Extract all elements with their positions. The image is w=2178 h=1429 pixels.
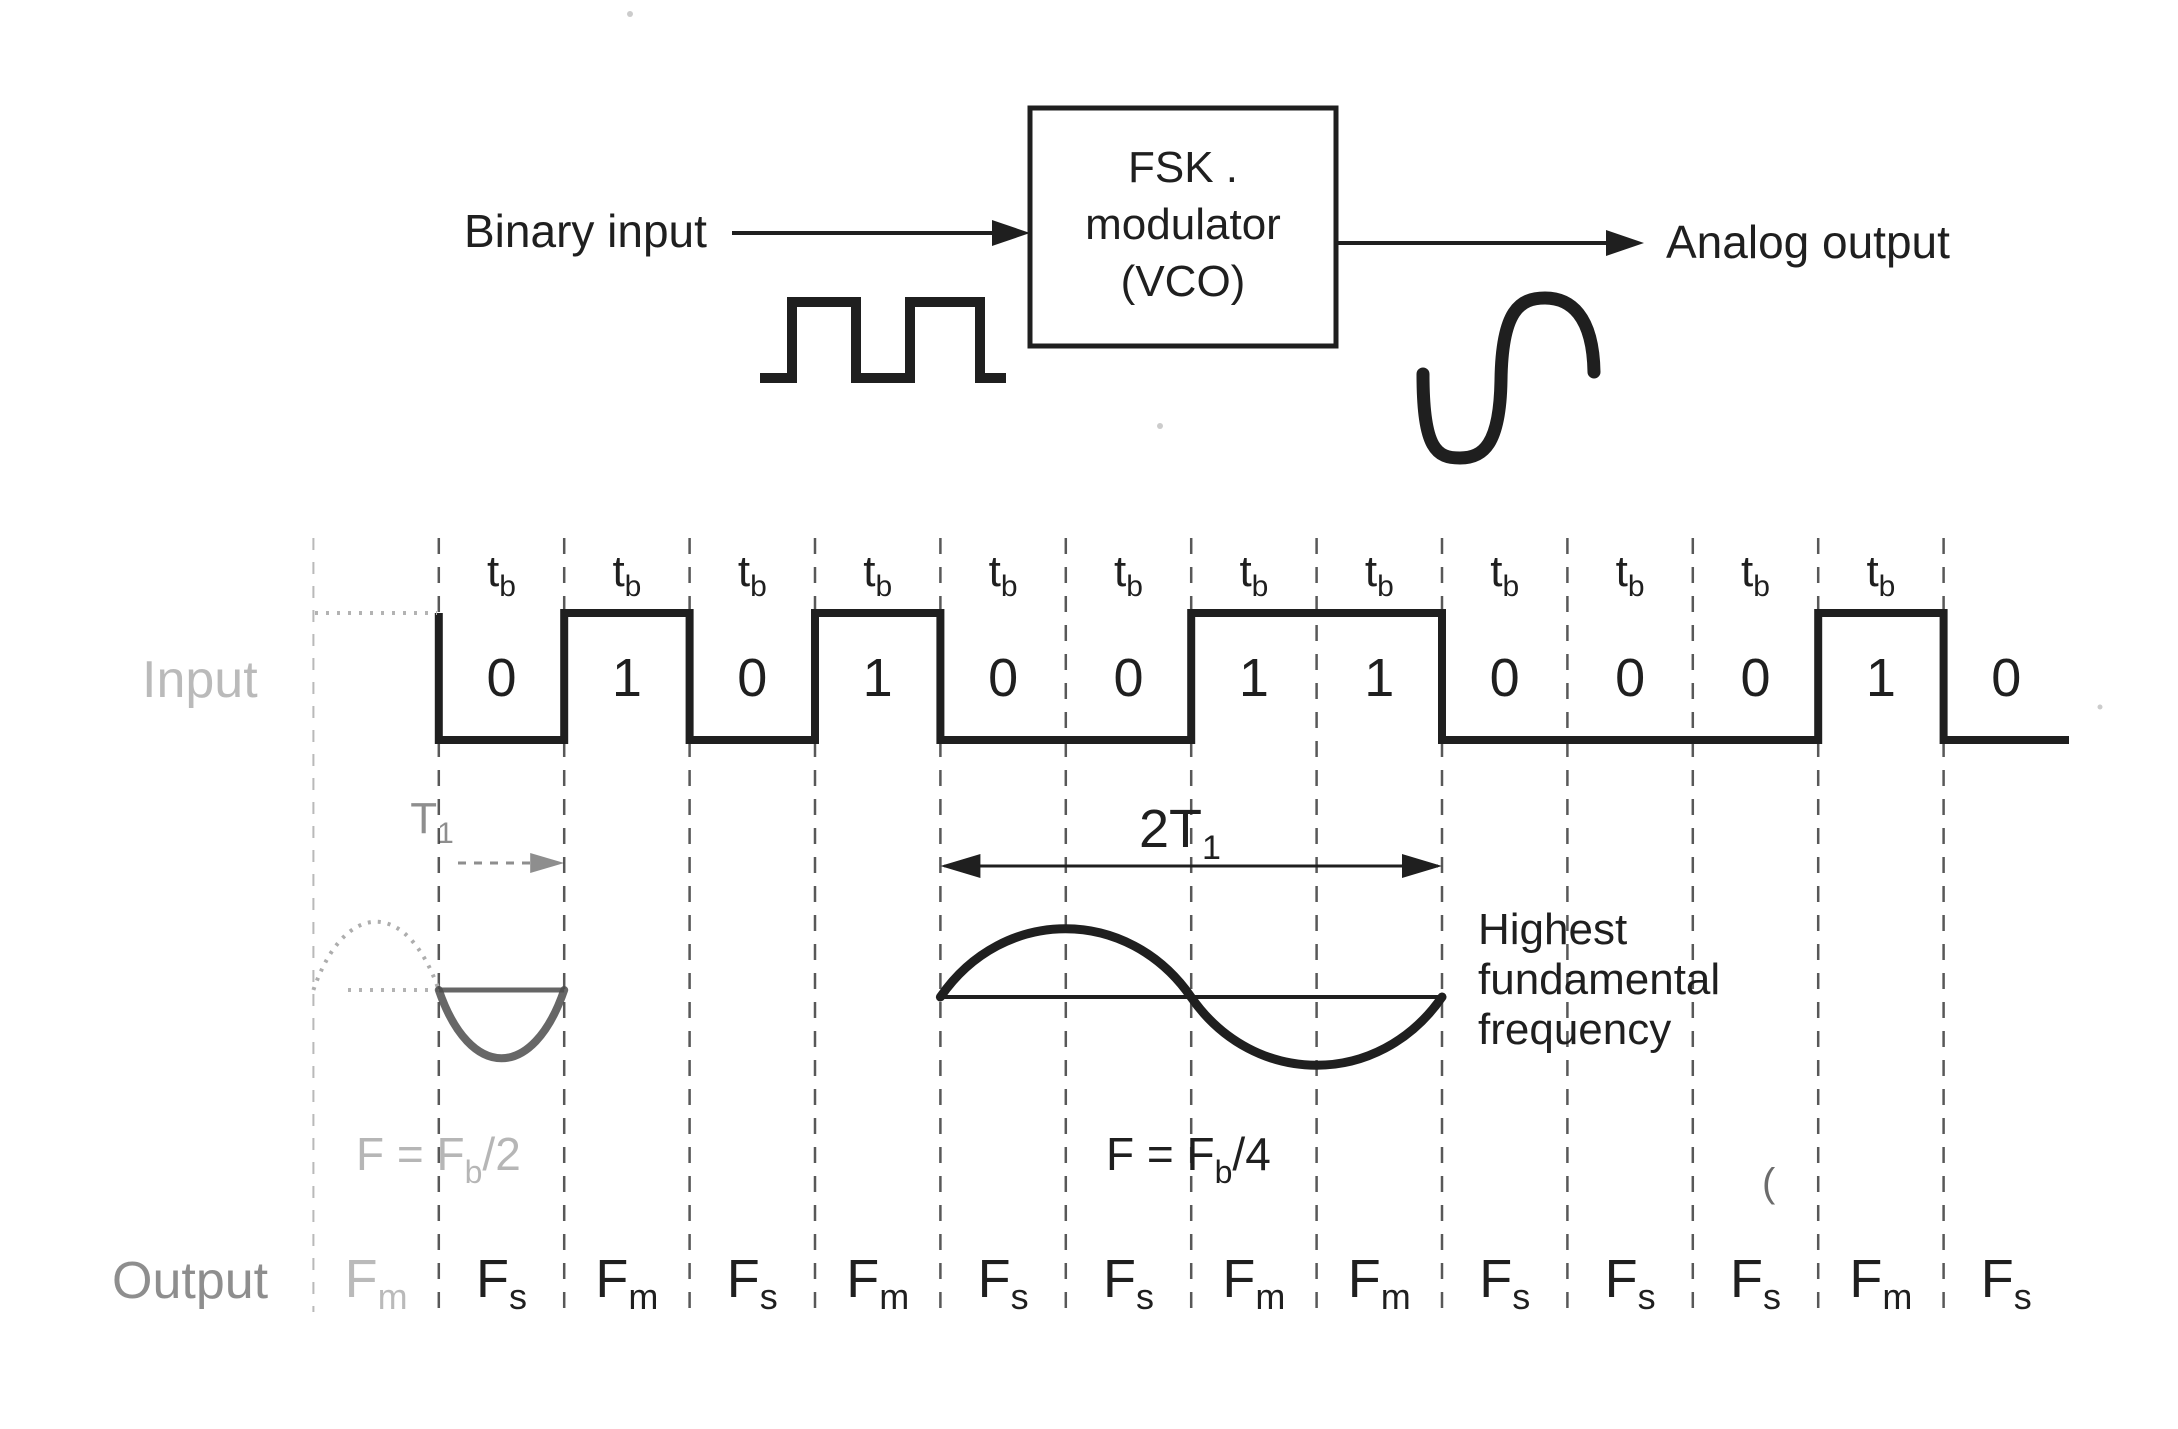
- bit-value: 0: [1740, 648, 1770, 708]
- output-frequency-label: Fs: [1479, 1249, 1530, 1317]
- output-row-label: Output: [112, 1252, 269, 1310]
- bit-interval-label: tb: [1866, 547, 1895, 603]
- bit-value: 1: [863, 648, 893, 708]
- scan-speck: [2097, 704, 2103, 710]
- modulator-box-label-line1: FSK .: [1128, 143, 1238, 192]
- frequency-equation-middle: F = Fb/4: [1106, 1128, 1271, 1190]
- t1-period-marker: T1: [410, 794, 565, 873]
- scan-speck: [1157, 423, 1163, 429]
- 2t1-label: 2T1: [1139, 799, 1221, 867]
- output-frequency-label: Fs: [1981, 1249, 2032, 1317]
- frequency-equation-left: F = Fb/2: [356, 1128, 521, 1190]
- binary-input-label: Binary input: [464, 205, 707, 257]
- annotation-line-3: frequency: [1478, 1005, 1671, 1054]
- scan-speck: [627, 11, 633, 17]
- t1-label: T1: [410, 794, 454, 850]
- output-frequency-label: Fs: [1605, 1249, 1656, 1317]
- binary-input-waveform: [434, 609, 2069, 744]
- bit-value: 0: [1615, 648, 1645, 708]
- modulator-box-label-line2: modulator: [1085, 200, 1281, 249]
- input-row-label: Input: [142, 651, 258, 709]
- output-frequency-label: Fm: [1222, 1249, 1285, 1317]
- high-frequency-sine: [935, 924, 1447, 1070]
- bit-interval-label: tb: [1114, 547, 1143, 603]
- output-arrow: [1336, 230, 1644, 256]
- output-frequency-label: Fm: [1849, 1249, 1912, 1317]
- bit-value-row: 0 1 0 1 0 0 1 1 0 0 0 1 0: [486, 648, 2021, 708]
- output-frequency-label: Fm: [345, 1249, 408, 1317]
- sine-wave-icon: [1416, 291, 1601, 465]
- output-frequency-label: Fs: [727, 1249, 778, 1317]
- right-arrow-icon: [530, 853, 565, 873]
- modulator-box: [1027, 105, 1339, 349]
- bit-interval-label: tb: [487, 547, 516, 603]
- bit-interval-label: tb: [1616, 547, 1645, 603]
- output-frequency-label: Fs: [1103, 1249, 1154, 1317]
- output-frequency-label: Fs: [978, 1249, 1029, 1317]
- bit-interval-label: tb: [1365, 547, 1394, 603]
- output-frequency-label: Fs: [1730, 1249, 1781, 1317]
- output-frequency-label: Fs: [476, 1249, 527, 1317]
- output-frequency-label: Fm: [1348, 1249, 1411, 1317]
- bit-interval-label: tb: [863, 547, 892, 603]
- annotation-line-1: Highest: [1478, 905, 1627, 954]
- bit-value: 1: [1364, 648, 1394, 708]
- annotation-line-2: fundamental: [1478, 955, 1720, 1004]
- bit-interval-label: tb: [612, 547, 641, 603]
- input-arrow: [732, 220, 1030, 246]
- sine-upper-half-faded: [311, 919, 441, 991]
- right-arrow-icon: [1402, 854, 1442, 878]
- modulator-box-label-line3: (VCO): [1121, 257, 1246, 306]
- bit-interval-label: tb: [1490, 547, 1519, 603]
- stray-mark: (: [1762, 1161, 1776, 1205]
- output-frequency-label: Fm: [595, 1249, 658, 1317]
- 2t1-period-marker: 2T1: [940, 799, 1442, 878]
- left-arrow-icon: [940, 854, 981, 878]
- right-arrow-icon: [992, 220, 1030, 246]
- bit-value: 0: [486, 648, 516, 708]
- output-frequency-label: Fm: [846, 1249, 909, 1317]
- bit-interval-label: tb: [738, 547, 767, 603]
- output-frequency-row: Fm Fs Fm Fs Fm Fs Fs Fm Fm Fs Fs Fs Fm Fs: [345, 1249, 2032, 1317]
- bit-value: 1: [1239, 648, 1269, 708]
- analog-output-label: Analog output: [1666, 216, 1950, 268]
- sine-lower-half: [434, 986, 569, 1063]
- low-frequency-sine: [311, 919, 569, 1063]
- square-wave-icon: [760, 297, 1006, 383]
- bit-value: 0: [1490, 648, 1520, 708]
- bit-interval-label: tb: [1239, 547, 1268, 603]
- bit-value: 0: [737, 648, 767, 708]
- bit-value: 0: [1991, 648, 2021, 708]
- sine-cycle: [935, 924, 1447, 1070]
- bit-value: 1: [612, 648, 642, 708]
- bit-interval-label: tb: [1741, 547, 1770, 603]
- right-arrow-icon: [1606, 230, 1644, 256]
- bit-value: 1: [1866, 648, 1896, 708]
- bit-value: 0: [988, 648, 1018, 708]
- bit-value: 0: [1113, 648, 1143, 708]
- bit-interval-label: tb: [989, 547, 1018, 603]
